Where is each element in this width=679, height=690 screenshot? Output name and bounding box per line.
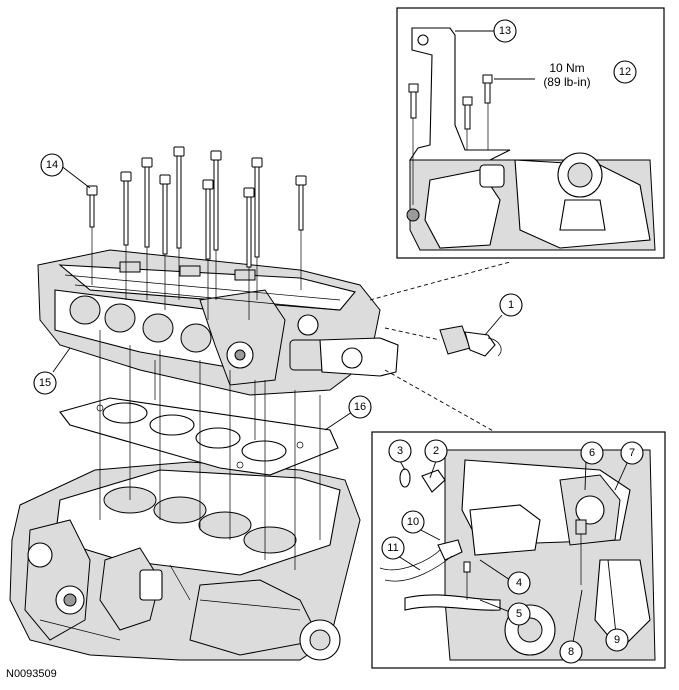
svg-text:10: 10: [407, 516, 419, 528]
callout-4: 4: [507, 571, 531, 595]
callout-12: 12: [613, 60, 637, 84]
callout-6: 6: [580, 441, 604, 465]
callout-1: 1: [499, 293, 523, 317]
callout-3: 3: [388, 439, 412, 463]
detail-leader-top: [369, 261, 511, 301]
svg-text:5: 5: [516, 608, 522, 620]
callout-16: 16: [348, 395, 372, 419]
detail-leader-bottom: [384, 369, 496, 433]
cylinder-head: [37, 249, 399, 396]
callout-11: 11: [381, 536, 405, 560]
svg-text:16: 16: [354, 401, 366, 413]
callout-8: 8: [559, 640, 583, 664]
cylinder-head-bolts: [86, 146, 307, 320]
alignment-lines: [99, 330, 321, 570]
callout-5: 5: [507, 602, 531, 626]
torque-value-imperial: (89 lb-in): [543, 75, 590, 89]
svg-text:2: 2: [433, 445, 439, 457]
svg-text:7: 7: [629, 447, 635, 459]
head-gasket: [59, 397, 339, 476]
svg-text:3: 3: [397, 445, 403, 457]
svg-text:4: 4: [516, 577, 522, 589]
engine-block: [9, 461, 361, 661]
callout-13: 13: [493, 19, 517, 43]
callout-2: 2: [424, 439, 448, 463]
svg-text:11: 11: [387, 542, 398, 554]
svg-text:6: 6: [589, 447, 595, 459]
callout-15: 15: [33, 371, 57, 395]
svg-text:12: 12: [619, 66, 631, 78]
svg-text:9: 9: [614, 634, 620, 646]
svg-text:1: 1: [508, 299, 514, 311]
callout-14: 14: [40, 153, 64, 177]
figure-id: N0093509: [6, 668, 57, 680]
callout-7: 7: [620, 441, 644, 465]
svg-text:8: 8: [568, 646, 574, 658]
svg-text:14: 14: [46, 159, 58, 171]
torque-value: 10 Nm: [549, 61, 584, 75]
electrical-connector: [439, 325, 502, 357]
detail-view-bracket: 10 Nm (89 lb-in): [396, 7, 665, 259]
callout-10: 10: [401, 510, 425, 534]
svg-text:13: 13: [499, 25, 511, 37]
callout-9: 9: [605, 628, 629, 652]
detail-leader-connector: [384, 327, 441, 341]
callout-leaders: [52, 164, 629, 649]
svg-text:15: 15: [39, 377, 51, 389]
